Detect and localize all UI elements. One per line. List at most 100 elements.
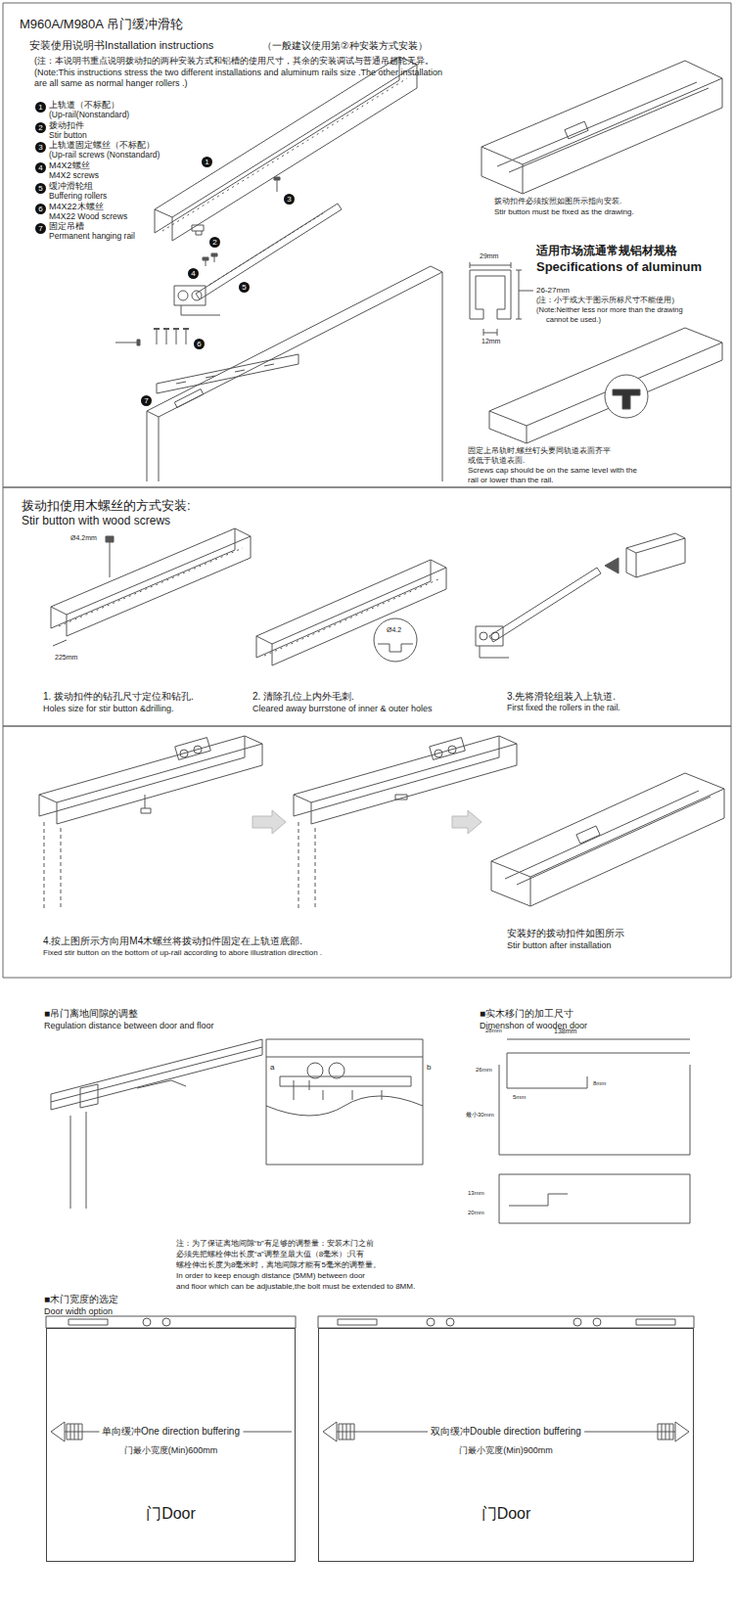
fix-stir-button-drawing <box>491 773 725 907</box>
note-text: Permanent hanging rail <box>48 231 136 242</box>
screw-drawing <box>276 180 278 192</box>
note-text: Specifications of aluminum <box>536 260 702 276</box>
door-floor-drawing <box>80 1084 98 1108</box>
note-text: 固定吊槽 <box>48 221 85 231</box>
door-dimension-drawing <box>506 1039 690 1054</box>
fix-stir-button-drawing <box>448 745 457 754</box>
roller-insert-drawing <box>626 538 686 578</box>
door-front-drawing <box>279 1076 412 1087</box>
note-text: and floor which can be adjustable,the bo… <box>176 1282 415 1291</box>
note-text: 20mm <box>467 1209 485 1217</box>
panel-frame <box>2 2 732 488</box>
fix-stir-button-drawing <box>298 822 316 911</box>
note-text: (Up-rail screws (Nonstandard) <box>48 150 160 161</box>
note-text: rail or lower than the rail. <box>467 475 554 485</box>
buffering-roller-drawing <box>195 203 342 300</box>
note-text: Regulation distance between door and flo… <box>44 1020 215 1031</box>
fix-stir-button-drawing <box>576 825 600 844</box>
rail-top-view <box>522 164 524 194</box>
up-rail-drawing <box>162 78 408 231</box>
door-dimension-drawing <box>506 1053 588 1089</box>
note-text: 225mm <box>54 653 78 662</box>
door-rail-drawing <box>446 1318 455 1327</box>
door-floor-drawing <box>70 1111 87 1209</box>
callout-number: 3 <box>35 141 46 153</box>
door-rail-drawing <box>593 1318 601 1327</box>
buffering-roller-drawing <box>178 290 188 301</box>
stir-button-drawing <box>191 225 204 231</box>
door-front-drawing <box>266 1039 423 1165</box>
note-text: Stir button <box>48 131 88 141</box>
note-text: (注：小于或大于图示所标尺寸不能使用) <box>536 296 675 306</box>
rail-deburr-drawing <box>377 643 413 652</box>
door-rail-drawing <box>68 1319 108 1326</box>
screw-drawing <box>202 257 209 261</box>
rail-deburr-drawing <box>272 567 447 666</box>
rail-drill-drawing <box>50 528 235 629</box>
note-text: 28mm <box>485 1027 503 1035</box>
aluminum-profile <box>469 262 534 336</box>
fix-stir-button-drawing <box>39 735 245 817</box>
note-text: ■吊门离地间隙的调整 <box>44 1008 138 1020</box>
rail-screw-detail <box>489 327 723 444</box>
note-text: 8mm <box>593 1080 606 1088</box>
screw-drawing <box>156 328 186 345</box>
note-text: Buffering rollers <box>48 191 107 202</box>
door-floor-drawing <box>50 1039 263 1209</box>
callout-number: 4 <box>187 268 199 279</box>
note-text: Stir button with wood screws <box>21 514 171 529</box>
note-text: 固定上吊轨时,螺丝钉头要同轨道表面齐平 <box>467 446 611 456</box>
rail-top-view <box>481 60 723 194</box>
stir-button-drawing <box>195 230 202 235</box>
fix-stir-button-drawing <box>293 735 517 803</box>
panel-frame <box>2 726 732 978</box>
width-dimension-arrow <box>342 1423 351 1440</box>
width-dimension-arrow <box>322 1422 337 1442</box>
fix-stir-button-drawing <box>140 808 151 814</box>
note-text: 29mm <box>479 252 499 261</box>
note-text: a <box>270 1062 275 1072</box>
door-rail-drawing <box>45 1316 694 1329</box>
note-text: M4X2螺丝 <box>48 160 91 171</box>
buffering-roller-drawing <box>181 305 221 316</box>
note-text: Holes size for stir button &drilling. <box>43 703 175 714</box>
panel-frame <box>2 487 732 727</box>
door-floor-drawing <box>50 1047 263 1102</box>
rail-drill-drawing <box>52 640 67 646</box>
panel-frame <box>2 2 732 978</box>
buffering-roller-drawing <box>174 203 342 316</box>
rail-screw-detail <box>612 389 641 410</box>
note-text: Screws cap should be on the same level w… <box>467 465 638 475</box>
callout-number: 5 <box>238 281 250 293</box>
callout-number: 5 <box>35 183 46 194</box>
note-text: 上轨道（不标配） <box>48 99 120 110</box>
aluminum-profile <box>475 275 505 320</box>
note-text: 3.先将滑轮组装入上轨道. <box>506 690 616 703</box>
note-text: Stir button after installation <box>506 940 612 951</box>
note-text: (Up-rail(Nonstandard) <box>48 110 130 121</box>
rail-drill-drawing <box>50 528 251 646</box>
door-front-drawing <box>266 1096 423 1116</box>
door-front-drawing <box>293 1080 310 1091</box>
rail-drill-drawing <box>109 540 111 578</box>
width-dimension-arrow <box>66 1423 83 1440</box>
width-dimension-arrow <box>661 1423 670 1440</box>
roller-insert-drawing <box>475 626 504 646</box>
note-text: 5mm <box>512 1094 526 1101</box>
rail-top-view <box>481 60 723 194</box>
note-text: Stir button must be fixed as the drawing… <box>494 207 635 217</box>
callout-number: 7 <box>140 395 152 407</box>
roller-insert-drawing <box>491 632 500 641</box>
door-rail-drawing <box>337 1319 377 1326</box>
door-floor-drawing <box>137 1080 186 1089</box>
note-text: ■木门宽度的选定 <box>44 1293 119 1306</box>
aluminum-profile <box>469 270 511 320</box>
note-text: 4.按上图所示方向用M4木螺丝将拨动扣件固定在上轨道底部. <box>43 935 303 948</box>
rail-drill-drawing <box>66 536 251 637</box>
rail-screw-detail <box>489 327 723 444</box>
note-text: 安装使用说明书Installation instructions <box>29 39 214 52</box>
door-drawing <box>146 266 443 482</box>
fix-stir-button-drawing <box>395 794 408 800</box>
up-rail-drawing <box>172 64 417 241</box>
